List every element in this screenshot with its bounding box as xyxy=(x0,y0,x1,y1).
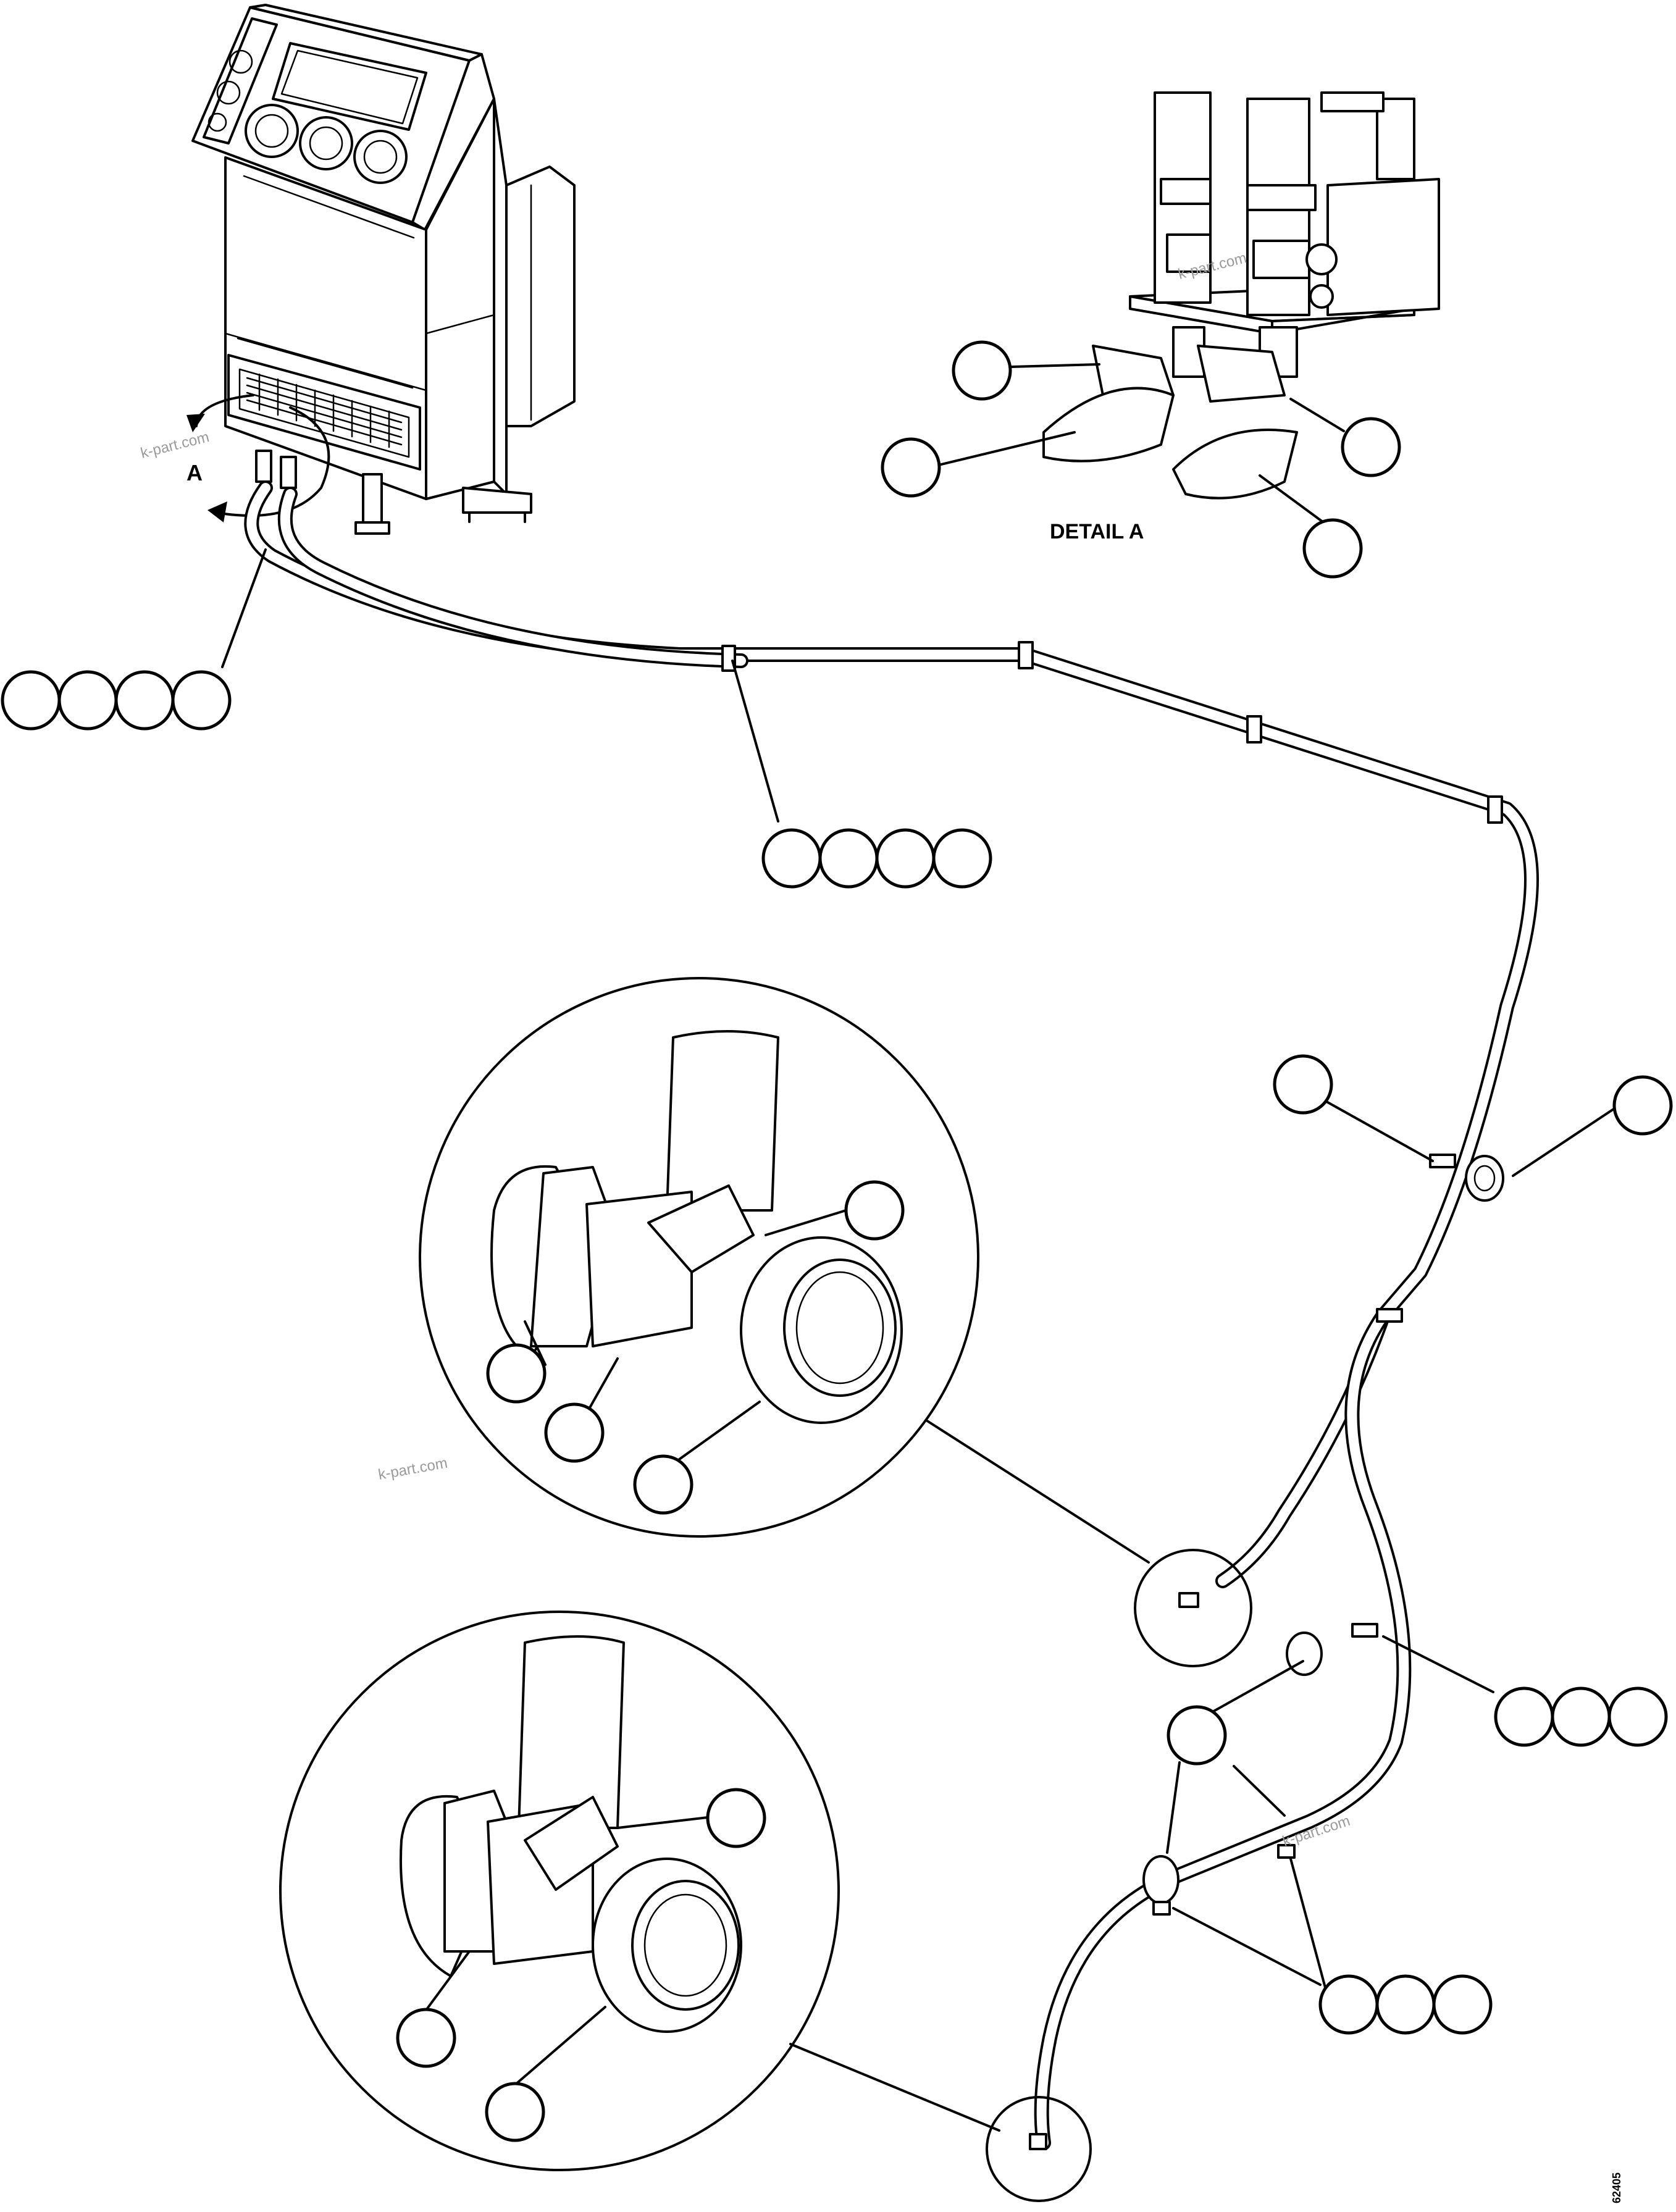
watermark-text: k-part.com xyxy=(139,429,211,462)
callout-balloon xyxy=(1302,518,1363,579)
machine-unit xyxy=(186,4,576,535)
detail-a-view xyxy=(1042,91,1440,500)
callout-balloon xyxy=(932,828,992,889)
detail-view-2 xyxy=(279,1611,1000,2171)
detail-a-title: DETAIL A xyxy=(1050,520,1144,543)
watermark-text: k-part.com xyxy=(377,1455,448,1483)
callout-balloon xyxy=(1341,417,1401,477)
callout-balloon xyxy=(486,1343,547,1404)
callout-balloon xyxy=(881,437,941,498)
callout-balloon xyxy=(544,1402,605,1463)
callout-balloon xyxy=(396,2008,456,2068)
view-a-label: A xyxy=(186,460,203,485)
figure-code: 62405 xyxy=(1611,2172,1623,2203)
callout-balloon xyxy=(1318,1974,1379,2035)
callout-balloon xyxy=(1,670,61,731)
callout-balloon xyxy=(844,1180,905,1241)
callout-balloon xyxy=(633,1454,693,1515)
callout-balloon xyxy=(1612,1075,1673,1136)
callout-balloon xyxy=(761,828,822,889)
callout-balloon xyxy=(1273,1054,1333,1115)
callout-balloon xyxy=(1432,1974,1493,2035)
callout-balloon xyxy=(485,2082,545,2142)
callout-balloon xyxy=(57,670,118,731)
leader-lines xyxy=(221,363,1628,2086)
callout-balloon xyxy=(818,828,879,889)
callout-balloon xyxy=(114,670,175,731)
callout-balloon xyxy=(1167,1705,1227,1766)
callout-balloon xyxy=(706,1788,766,1848)
callout-balloon xyxy=(952,340,1012,401)
hose-routing xyxy=(244,480,1539,2202)
callout-balloon xyxy=(1607,1686,1668,1747)
callout-balloon xyxy=(171,670,232,731)
callout-balloon xyxy=(1494,1686,1554,1747)
callout-balloon xyxy=(875,828,936,889)
detail-view-1 xyxy=(419,977,1150,1564)
callout-balloon xyxy=(1551,1686,1611,1747)
callout-balloon xyxy=(1375,1974,1436,2035)
callout-balloons xyxy=(1,340,1673,2142)
